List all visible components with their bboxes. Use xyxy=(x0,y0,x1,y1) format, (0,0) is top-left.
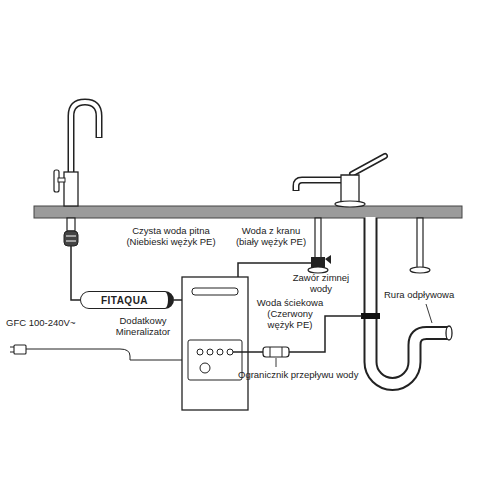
part-label: Dodatkowy Mineralizator xyxy=(110,316,176,338)
power-plug xyxy=(14,345,26,354)
leader-line xyxy=(276,358,277,367)
mineralizer-outlet-tube xyxy=(174,299,182,301)
mixer-base xyxy=(335,201,365,207)
mineralizer-cartridge: FITAQUA xyxy=(80,291,174,309)
mixer-lever-fill xyxy=(352,156,385,174)
connector-knurl xyxy=(66,236,76,241)
countertop xyxy=(34,206,462,218)
node-text: FITAQUA xyxy=(101,295,148,306)
tube-label: Woda z kranu (biały wężyk PE) xyxy=(230,226,312,248)
faucet-shank xyxy=(67,218,75,231)
drain-pipe-outline xyxy=(371,218,449,384)
valve-label: Zawór zimnej wody xyxy=(290,273,352,295)
mixer-lever-outline xyxy=(352,156,385,174)
panel-power-socket xyxy=(200,363,210,373)
faucet-connector xyxy=(64,231,78,246)
drain-outlet xyxy=(446,326,452,340)
waste-port-tube xyxy=(233,351,248,353)
panel-slot xyxy=(192,288,238,295)
tube-label: Woda ściekowa (Czerwony wężyk PE) xyxy=(256,298,324,331)
valve-handle xyxy=(325,255,331,264)
faucet-body xyxy=(64,172,78,206)
tube-label: Czysta woda pitna (Niebieski wężyk PE) xyxy=(115,226,227,248)
pipe-flange xyxy=(410,267,430,273)
panel-port xyxy=(197,349,203,355)
ro-unit-panel xyxy=(182,277,248,410)
hot-supply-pipe xyxy=(417,218,423,268)
plug-prongs xyxy=(10,347,14,352)
drain-saddle-clamp xyxy=(361,313,380,319)
flow-restrictor-rings xyxy=(270,347,282,357)
waste-water-tube xyxy=(248,351,263,353)
leader-line xyxy=(426,304,432,323)
cold-supply-pipe xyxy=(315,218,321,258)
mixer-spout-fill xyxy=(296,180,343,190)
panel-port-recess xyxy=(188,340,242,380)
power-cord xyxy=(26,349,182,360)
flow-restrictor xyxy=(263,347,289,357)
faucet-lever-arm xyxy=(58,178,65,182)
clean-water-tube xyxy=(71,246,80,300)
part-label: Ogranicznik przepływu wody xyxy=(238,370,358,381)
cold-water-valve xyxy=(311,257,325,268)
panel-port xyxy=(217,349,223,355)
mixer-spout-outline xyxy=(296,180,343,191)
drain-pipe-fill xyxy=(371,217,450,384)
power-label: GFC 100-240V~ xyxy=(6,318,75,329)
panel-port xyxy=(227,349,233,355)
panel-port xyxy=(207,349,213,355)
part-label: Rura odpływowa xyxy=(384,290,454,301)
